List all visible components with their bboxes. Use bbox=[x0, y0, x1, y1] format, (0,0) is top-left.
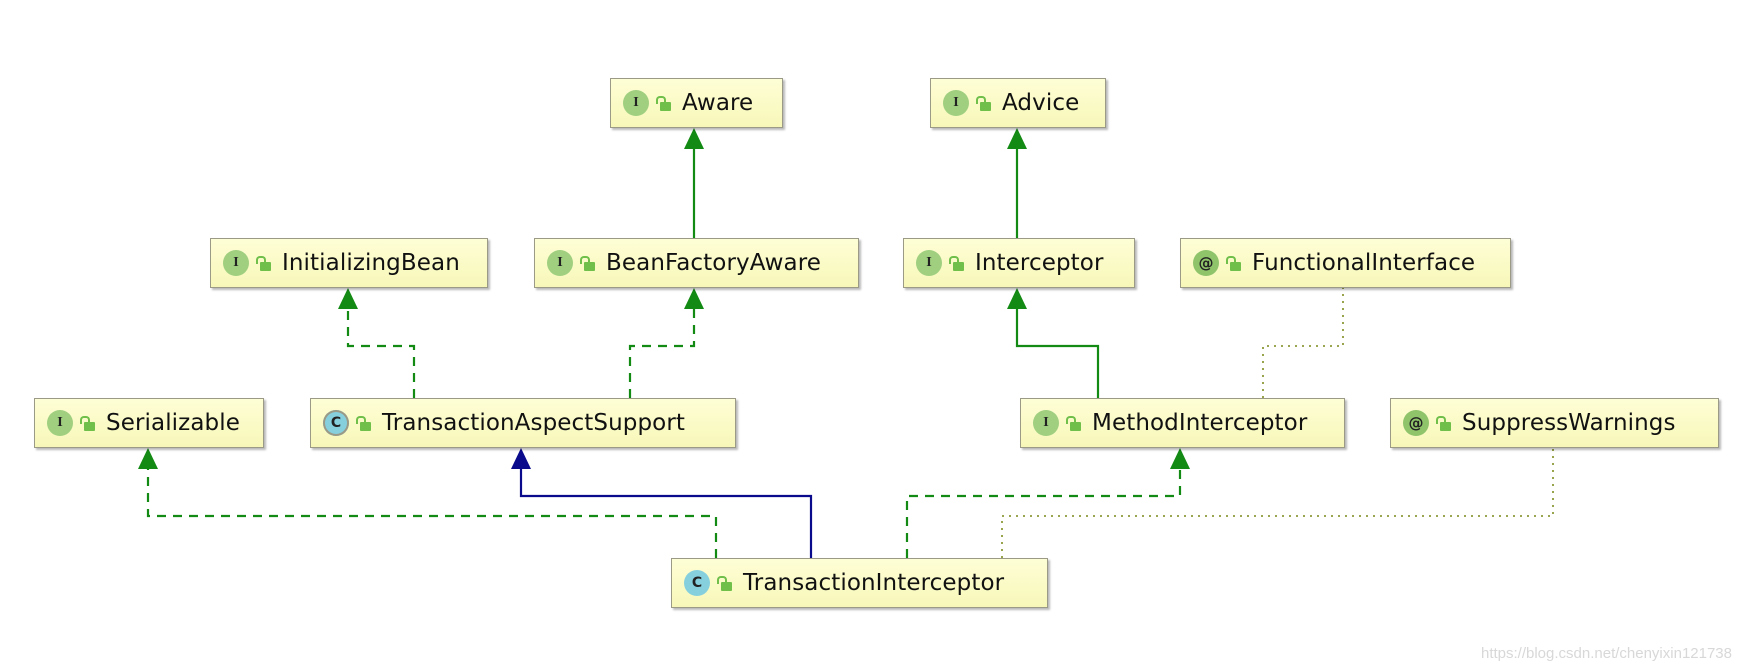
edge-line bbox=[519, 468, 813, 558]
node-label: Aware bbox=[682, 90, 754, 116]
node-label: Serializable bbox=[106, 410, 240, 436]
node-label: BeanFactoryAware bbox=[606, 250, 822, 276]
edge-line bbox=[1001, 448, 1554, 558]
node-label: TransactionInterceptor bbox=[743, 570, 1005, 596]
interface-badge-icon: I bbox=[547, 250, 573, 276]
public-unlock-icon bbox=[1436, 415, 1452, 431]
public-unlock-icon bbox=[80, 415, 96, 431]
node-label: TransactionAspectSupport bbox=[382, 410, 686, 436]
annotation-badge-icon: @ bbox=[1193, 250, 1219, 276]
edge-line bbox=[1262, 288, 1344, 398]
edge-transaction-interceptor-to-transaction-aspect-support bbox=[511, 448, 813, 558]
arrowhead-icon bbox=[684, 288, 704, 309]
arrowhead-icon bbox=[511, 448, 531, 469]
node-initializing-bean[interactable]: I InitializingBean bbox=[210, 238, 488, 288]
public-unlock-icon bbox=[580, 255, 596, 271]
public-unlock-icon bbox=[949, 255, 965, 271]
watermark-text: https://blog.csdn.net/chenyixin121738 bbox=[1480, 645, 1732, 662]
edge-method-interceptor-to-interceptor bbox=[1007, 288, 1100, 398]
node-label: FunctionalInterface bbox=[1252, 250, 1476, 276]
node-bean-factory-aware[interactable]: I BeanFactoryAware bbox=[534, 238, 859, 288]
public-unlock-icon bbox=[356, 415, 372, 431]
node-method-interceptor[interactable]: I MethodInterceptor bbox=[1020, 398, 1345, 448]
arrowhead-icon bbox=[684, 128, 704, 149]
public-unlock-icon bbox=[256, 255, 272, 271]
node-interceptor[interactable]: I Interceptor bbox=[903, 238, 1135, 288]
interface-badge-icon: I bbox=[223, 250, 249, 276]
edge-transaction-interceptor-to-serializable bbox=[138, 448, 718, 558]
edge-line bbox=[346, 308, 416, 398]
interface-badge-icon: I bbox=[47, 410, 73, 436]
node-label: InitializingBean bbox=[282, 250, 460, 276]
arrowhead-icon bbox=[138, 448, 158, 469]
interface-badge-icon: I bbox=[1033, 410, 1059, 436]
edge-transaction-interceptor-to-suppress-warnings bbox=[1001, 448, 1554, 558]
arrowhead-icon bbox=[1007, 128, 1027, 149]
edge-line bbox=[1015, 308, 1100, 398]
node-label: Advice bbox=[1002, 90, 1080, 116]
interface-badge-icon: I bbox=[916, 250, 942, 276]
node-suppress-warnings[interactable]: @ SuppressWarnings bbox=[1390, 398, 1719, 448]
abstract-class-badge-icon: C bbox=[323, 410, 349, 436]
public-unlock-icon bbox=[656, 95, 672, 111]
interface-badge-icon: I bbox=[623, 90, 649, 116]
arrowhead-icon bbox=[1007, 288, 1027, 309]
edge-method-interceptor-to-functional-interface bbox=[1262, 288, 1344, 398]
node-label: SuppressWarnings bbox=[1462, 410, 1676, 436]
edge-interceptor-to-advice bbox=[1007, 128, 1027, 238]
edge-line bbox=[905, 468, 1182, 558]
edge-transaction-aspect-support-to-bean-factory-aware bbox=[628, 288, 704, 398]
node-advice[interactable]: I Advice bbox=[930, 78, 1106, 128]
public-unlock-icon bbox=[976, 95, 992, 111]
node-transaction-aspect-support[interactable]: C TransactionAspectSupport bbox=[310, 398, 736, 448]
annotation-badge-icon: @ bbox=[1403, 410, 1429, 436]
public-unlock-icon bbox=[1066, 415, 1082, 431]
public-unlock-icon bbox=[717, 575, 733, 591]
node-label: MethodInterceptor bbox=[1092, 410, 1308, 436]
edge-transaction-interceptor-to-method-interceptor bbox=[905, 448, 1190, 558]
edge-line bbox=[628, 308, 696, 398]
node-label: Interceptor bbox=[975, 250, 1104, 276]
class-badge-icon: C bbox=[684, 570, 710, 596]
edge-line bbox=[146, 468, 718, 558]
node-functional-interface[interactable]: @ FunctionalInterface bbox=[1180, 238, 1511, 288]
public-unlock-icon bbox=[1226, 255, 1242, 271]
arrowhead-icon bbox=[338, 288, 358, 309]
edge-transaction-aspect-support-to-initializing-bean bbox=[338, 288, 416, 398]
node-aware[interactable]: I Aware bbox=[610, 78, 783, 128]
edge-bean-factory-aware-to-aware bbox=[684, 128, 704, 238]
interface-badge-icon: I bbox=[943, 90, 969, 116]
arrowhead-icon bbox=[1170, 448, 1190, 469]
node-transaction-interceptor[interactable]: C TransactionInterceptor bbox=[671, 558, 1048, 608]
node-serializable[interactable]: I Serializable bbox=[34, 398, 264, 448]
